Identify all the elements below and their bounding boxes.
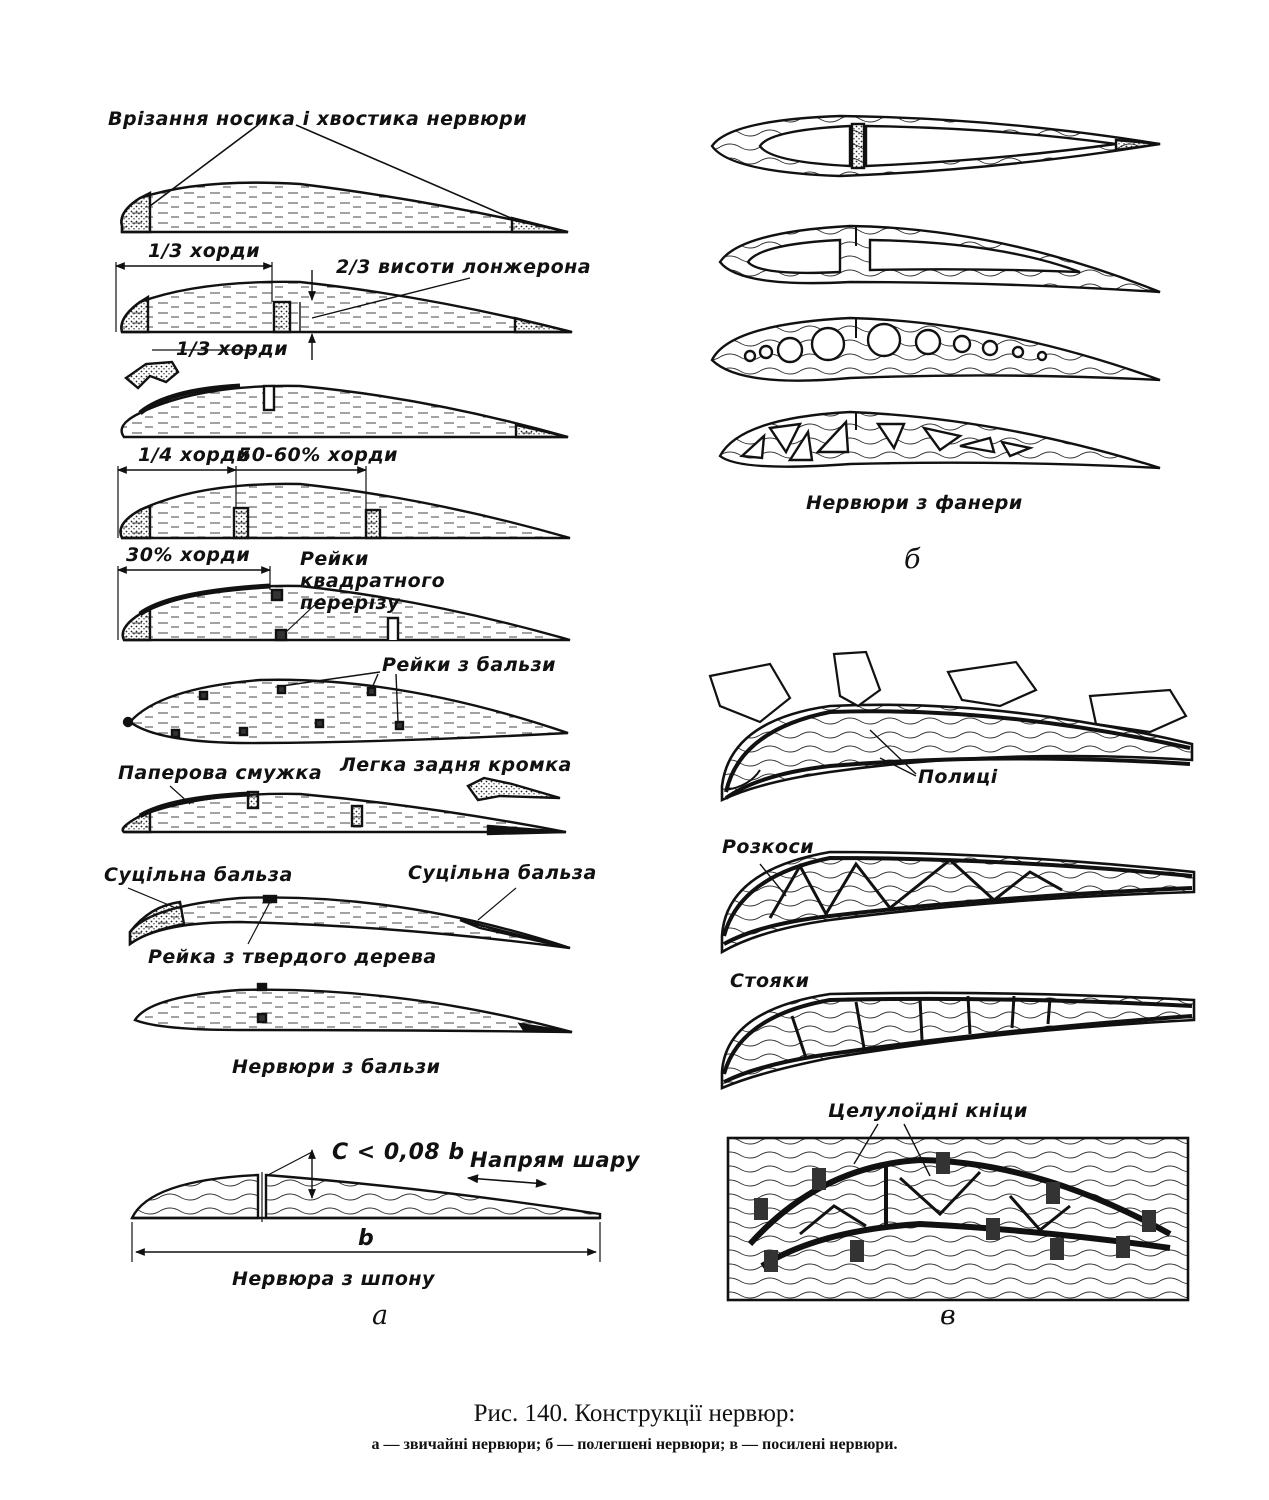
label-light-trailing-edge: Легка задня кромка (340, 754, 572, 776)
rib-a4 (117, 466, 571, 540)
rib-a3 (120, 349, 569, 439)
rib-a9 (133, 982, 573, 1034)
rib-v3-posts (720, 991, 1196, 1090)
panel-v-letter: в (940, 1300, 957, 1331)
label-two-thirds-spar: 2/3 висоти лонжерона (336, 256, 592, 278)
label-third-chord-2: 1/3 хорди (176, 338, 289, 360)
label-square-strips: Рейки квадратного перерізу (300, 548, 446, 614)
label-diagonals: Розкоси (722, 836, 815, 858)
label-paper-strip: Паперова смужка (118, 762, 323, 784)
figure-caption-title: Рис. 140. Конструкції нервюр: (473, 1400, 796, 1427)
rib-v2-diagonals (720, 850, 1196, 955)
panel-a (115, 124, 602, 1262)
rib-a7 (121, 776, 567, 836)
figure-caption-subtitle: а — звичайні нервюри; б — полегшені нерв… (371, 1436, 898, 1453)
label-hardwood-strip: Рейка з твердого дерева (148, 946, 437, 968)
panel-v (708, 650, 1196, 1302)
rib-a2 (115, 262, 573, 360)
label-percent-chord: 50-60% хорди (238, 444, 398, 466)
rib-b2 (718, 224, 1161, 294)
label-nose-tail-cut: Врізання носика і хвостика нервюри (108, 108, 528, 130)
label-celluloid-gussets: Целулоїдні кніци (828, 1100, 1028, 1122)
label-flanges: Полиці (918, 766, 998, 788)
label-chord-b: b (358, 1226, 375, 1251)
rib-a6 (122, 671, 569, 745)
panel-a-letter: а (372, 1300, 389, 1331)
rib-b1 (710, 114, 1161, 178)
rib-a1 (120, 124, 569, 234)
label-balsa-ribs: Нервюри з бальзи (232, 1056, 441, 1078)
rib-v4-gussets (726, 1123, 1190, 1302)
rib-b3 (710, 316, 1161, 382)
label-quarter-chord: 1/4 хорди (138, 444, 251, 466)
rib-a8 (127, 887, 571, 950)
rib-a5 (117, 566, 571, 642)
rib-v1-clamped (708, 650, 1194, 803)
rib-a10-veneer (130, 1149, 602, 1262)
label-solid-balsa-right: Суцільна бальза (408, 862, 597, 884)
panel-b (710, 114, 1161, 470)
label-balsa-strips: Рейки з бальзи (382, 654, 556, 676)
label-grain-direction: Напрям шару (470, 1148, 640, 1172)
label-c-formula: C < 0,08 b (332, 1140, 465, 1165)
label-veneer-rib: Нервюра з шпону (232, 1268, 435, 1290)
label-thirty-percent: 30% хорди (126, 544, 251, 566)
label-third-chord-1: 1/3 хорди (148, 240, 261, 262)
rib-b4 (718, 410, 1161, 470)
label-posts: Стояки (730, 970, 810, 992)
label-plywood-ribs: Нервюри з фанери (806, 492, 1023, 514)
label-solid-balsa-left: Суцільна бальза (104, 864, 293, 886)
panel-b-letter: б (904, 544, 921, 575)
